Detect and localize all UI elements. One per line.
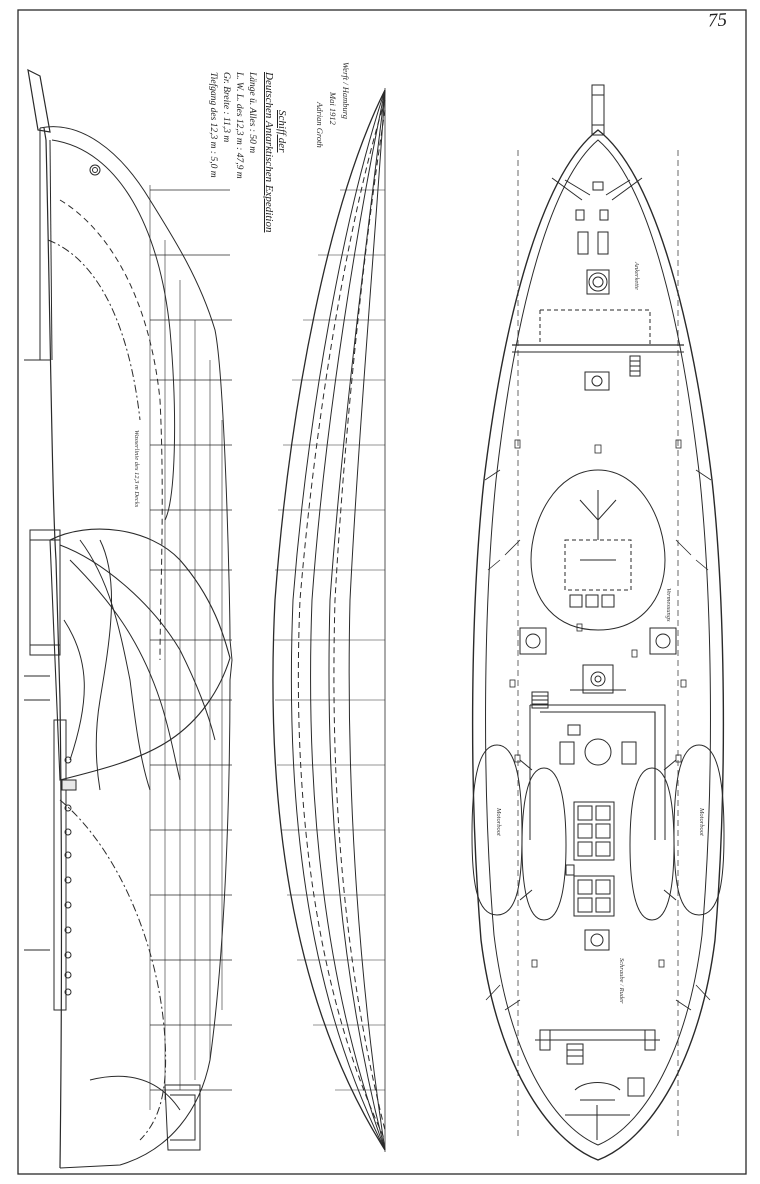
boat-label-port: Motorboot [495, 808, 502, 836]
spec-row: L. W. L. des 12,3 m : 47,9 m [234, 72, 244, 179]
half-breadth-view [272, 88, 386, 1152]
boat-label-starboard: Motorboot [698, 808, 705, 836]
spec-label: Gr. Breite [221, 72, 231, 110]
spec-value: 47,9 m [234, 152, 244, 179]
deck-plan-view [471, 84, 725, 1161]
plan-title-line-2: Deutschen Antarktischen Expedition [263, 72, 275, 233]
aft-note-label: Schraube / Ruder [618, 958, 625, 1004]
deck-fittings [509, 439, 687, 968]
station-lines [150, 189, 232, 1091]
spec-label: Tiefgang des 12,3 m [208, 72, 218, 149]
spec-label: L. W. L. des 12,3 m [234, 72, 244, 145]
spec-row: Tiefgang des 12,3 m : 5,0 m [208, 72, 218, 178]
signature-block: Werft / Hamburg Mai 1912 Adrian Groth [300, 60, 360, 170]
plan-title-line-1: Schiff der [276, 110, 288, 153]
signature-line-3: Adrian Groth [315, 102, 325, 148]
skylight-panes [573, 801, 615, 917]
spec-label: Länge ü. Alles [247, 72, 257, 127]
spec-row: Länge ü. Alles : 50 m [247, 72, 257, 154]
sheet-border [17, 9, 747, 1175]
waterlines [149, 185, 223, 1110]
spec-value: 5,0 m [208, 156, 218, 178]
spec-value: 11,3 m [221, 117, 231, 143]
spec-row: Gr. Breite : 11,3 m [221, 72, 231, 143]
title-block: Schiff der Deutschen Antarktischen Exped… [196, 70, 306, 240]
portholes [64, 164, 101, 996]
deck-note-survey: Vermessungs [665, 588, 672, 622]
signature-line-1: Werft / Hamburg [341, 62, 351, 119]
deck-note-anchor-chain: Ankerkette [633, 262, 640, 290]
profile-waterline-label: Wasserlinie des 12,3 m Decks [133, 430, 140, 508]
page-number: 75 [707, 9, 728, 32]
profile-view [24, 68, 233, 1169]
spec-value: 50 m [247, 134, 257, 154]
signature-line-2: Mai 1912 [328, 92, 338, 125]
